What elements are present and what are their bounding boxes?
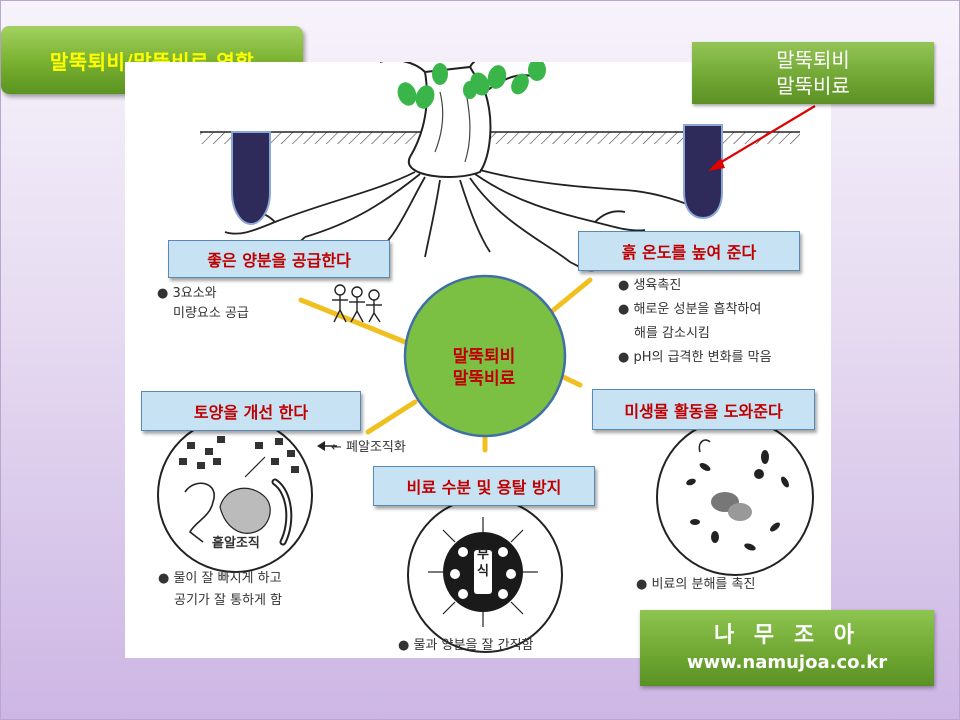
center-label: 말뚝퇴비 말뚝비료	[404, 316, 564, 420]
note-drainage-line2: 공기가 잘 통하게 함	[174, 593, 283, 608]
note-aggregate: 홑알조직	[212, 536, 260, 551]
note-nutrient: ● 3요소와 미량요소 공급	[157, 284, 249, 324]
stake-label: 말뚝퇴비 말뚝비료	[692, 42, 934, 104]
note-retain: ● 물과 양분을 잘 간직함	[398, 638, 534, 653]
callout-soil-improve: 토양을 개선 한다	[141, 391, 361, 431]
note-soil-temp-line4: ● pH의 급격한 변화를 막음	[618, 350, 772, 365]
note-decompose: ● 비료의 분해를 촉진	[636, 577, 756, 592]
brand-box: 나 무 조 아 www.namujoa.co.kr	[640, 610, 934, 686]
compost-stake-diagram	[157, 62, 816, 653]
note-single-grain: ← 폐알조직화	[331, 440, 406, 455]
brand-url: www.namujoa.co.kr	[686, 652, 888, 673]
note-soil-temp-line3: 해를 감소시킴	[634, 326, 710, 341]
stake-label-line2: 말뚝비료	[776, 74, 850, 98]
ground-hatching	[200, 132, 800, 144]
stake-left	[231, 131, 271, 226]
children-figures	[332, 284, 382, 323]
brand-name: 나 무 조 아	[714, 623, 860, 648]
note-drainage-line1: ● 물이 잘 빠지게 하고	[158, 571, 282, 586]
center-label-line2: 말뚝비료	[452, 369, 516, 389]
humus-circle	[407, 497, 563, 653]
humus-label: 부 식	[476, 546, 490, 580]
humus-label-char1: 부	[477, 547, 489, 562]
note-soil-temp-line1: ● 생육촉진	[618, 278, 682, 293]
note-soil-temp: ● 생육촉진 ● 해로운 성분을 흡착하여 해를 감소시킴 ● pH의 급격한 …	[618, 274, 772, 370]
microbe-circle	[656, 418, 814, 576]
stake-arrow	[712, 105, 816, 168]
callout-nutrient: 좋은 양분을 공급한다	[168, 240, 390, 278]
center-circle	[403, 274, 567, 438]
stake-label-line1: 말뚝퇴비	[776, 48, 850, 72]
note-soil-temp-line2: ● 해로운 성분을 흡착하여	[618, 302, 762, 317]
callout-leaching: 비료 수분 및 용탈 방지	[373, 466, 595, 506]
illustration-canvas	[125, 62, 831, 658]
note-nutrient-line1: ● 3요소와	[157, 286, 217, 301]
stake-right	[683, 124, 723, 220]
soil-aggregate-circle	[157, 417, 313, 573]
tree-leaves	[397, 62, 546, 109]
callout-soil-temp: 흙 온도를 높여 준다	[578, 231, 800, 271]
note-drainage: ● 물이 잘 빠지게 하고 공기가 잘 통하게 함	[158, 568, 282, 612]
callout-microbe: 미생물 활동을 도와준다	[592, 389, 815, 430]
center-label-line1: 말뚝퇴비	[452, 347, 516, 367]
humus-label-char2: 식	[477, 564, 489, 579]
note-nutrient-line2: 미량요소 공급	[173, 306, 249, 321]
